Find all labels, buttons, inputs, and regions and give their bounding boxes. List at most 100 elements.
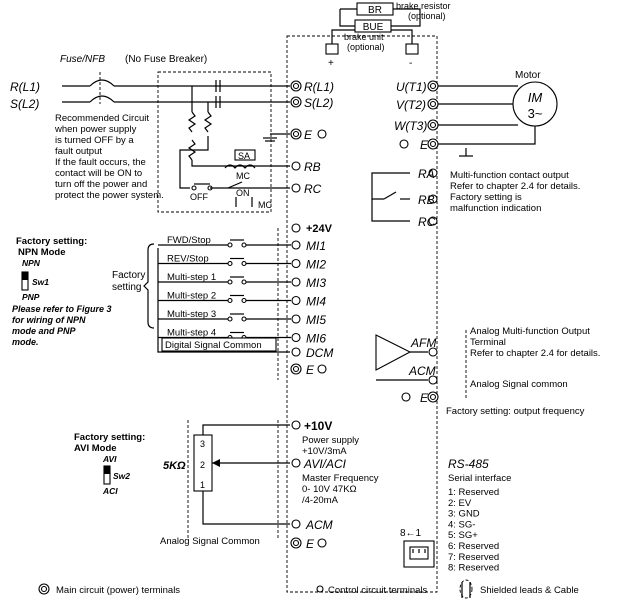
rec-line-7: turn off the power and	[55, 179, 147, 190]
avi-desc-2: 0- 10V 47KΩ	[302, 484, 357, 495]
npn-note-3: mode and PNP	[12, 326, 77, 336]
plus-terminal	[325, 43, 339, 55]
factory-setting-1: Factory	[112, 270, 145, 281]
legend: Main circuit (power) terminals Control c…	[38, 579, 579, 599]
rs485-arrow: 8←1	[400, 528, 422, 539]
mc2-label: MC	[258, 200, 272, 210]
input-terminal-label: MI3	[306, 276, 326, 290]
p10-desc-1: Power supply	[302, 435, 359, 446]
main-terminals-left: R(L1) S(L2) E RB RC +24V	[263, 80, 334, 235]
term-s: S(L2)	[304, 96, 333, 110]
afm-desc-3: Refer to chapter 2.4 for details.	[470, 348, 600, 359]
rs485-title: RS-485	[448, 457, 489, 471]
input-function-label: Multi-step 3	[167, 309, 216, 320]
relay-desc-4: malfunction indication	[450, 203, 541, 214]
control-terminal	[291, 277, 301, 287]
term-e-1: E	[304, 128, 313, 142]
brake-unit-note: (optional)	[347, 42, 385, 52]
input-terminal-label: MI2	[306, 258, 326, 272]
relay-desc-1: Multi-function contact output	[450, 170, 569, 181]
shielded-cable-icon	[459, 579, 473, 599]
term-v: V(T2)	[396, 98, 426, 112]
input-function-label: Multi-step 2	[167, 291, 216, 302]
legend-shielded: Shielded leads & Cable	[480, 585, 579, 596]
rec-line-1: Recommended Circuit	[55, 113, 149, 124]
recommended-circuit-box	[157, 71, 272, 213]
brake-unit-label: BUE	[363, 22, 384, 33]
p10-desc-2: +10V/3mA	[302, 446, 347, 457]
input-terminal-label: MI4	[306, 295, 326, 309]
term-u: U(T1)	[396, 80, 427, 94]
dcm-box	[161, 337, 277, 352]
term-r: R(L1)	[304, 80, 334, 94]
rs485-pin: 7: Reserved	[448, 552, 499, 563]
off-label: OFF	[190, 192, 208, 202]
motor-phase: 3~	[528, 106, 543, 121]
rs485-pin: 6: Reserved	[448, 541, 499, 552]
control-terminal-icon	[316, 585, 324, 593]
control-terminal	[291, 295, 301, 306]
brake-unit-caption: brake unit	[344, 32, 384, 42]
afm-common: Analog Signal common	[470, 379, 568, 390]
afm-desc-1: Analog Multi-function Output	[470, 326, 590, 337]
avi-label: AVI	[102, 454, 117, 464]
term-e-3: E	[420, 138, 429, 152]
pot-value: 5KΩ	[163, 460, 186, 472]
term-10v: +10V	[304, 419, 332, 433]
sw1-label: Sw1	[32, 277, 49, 287]
rs485-pin: 8: Reserved	[448, 563, 499, 574]
legend-control: Control circuit terminals	[328, 585, 427, 596]
main-terminals-right: U(T1) V(T2) W(T3) E	[394, 80, 439, 152]
control-terminal	[291, 314, 301, 324]
rs485-pin: 5: SG+	[448, 530, 478, 541]
afm-triangle	[375, 334, 412, 371]
recommended-text: Recommended Circuit when power supply is…	[54, 113, 164, 201]
relay-circuit: SA MC OFF ON MC	[179, 86, 290, 210]
term-ra: RA	[418, 167, 435, 181]
acm2-label: Analog Signal Common	[160, 536, 260, 547]
rec-line-2: when power supply	[54, 124, 137, 135]
rs485-pin: 1: Reserved	[448, 487, 499, 498]
term-rb-out: RB	[418, 193, 435, 207]
control-terminal	[291, 240, 301, 250]
afm-desc-2: Terminal	[470, 337, 506, 348]
on-label: ON	[236, 188, 250, 198]
input-s-label: S(L2)	[10, 97, 39, 111]
input-function-label: REV/Stop	[167, 254, 209, 265]
npn-mode: NPN Mode	[18, 247, 66, 258]
motor: Motor IM 3~	[438, 70, 558, 157]
relay-output: RA RB RC Multi-function contact output R…	[371, 167, 580, 229]
avi-desc-1: Master Frequency	[302, 473, 379, 484]
term-e-5: E	[306, 537, 315, 551]
brake-resistor-note: (optional)	[408, 11, 446, 21]
avi-mode: AVI Mode	[74, 443, 117, 454]
rs485-subtitle: Serial interface	[448, 473, 511, 484]
motor-label: Motor	[515, 70, 541, 81]
term-e-2: E	[306, 363, 315, 377]
fuse-s	[89, 95, 115, 103]
minus-label: -	[409, 58, 412, 69]
sa-box	[234, 149, 256, 161]
input-terminal-label: MI1	[306, 239, 326, 253]
pot-pin-3: 3	[200, 439, 205, 449]
npn-note-1: Please refer to Figure 3	[12, 304, 112, 314]
brake-resistor-caption: brake resistor	[396, 1, 451, 11]
input-terminal-label: MI5	[306, 313, 326, 327]
input-r-label: R(L1)	[10, 80, 40, 94]
avi-switch: Factory setting: AVI Mode AVI Sw2 ACI	[74, 432, 145, 496]
term-acm: ACM	[408, 364, 436, 378]
rec-line-6: contact will be ON to	[55, 168, 142, 179]
pot-pin-2: 2	[200, 460, 205, 470]
rs485-pin: 2: EV	[448, 498, 472, 509]
term-acm-2: ACM	[305, 518, 333, 532]
brake-resistor-label: BR	[368, 5, 382, 16]
npn-title: Factory setting:	[16, 236, 87, 247]
potentiometer: 3 2 1 5KΩ	[163, 420, 290, 540]
npn-note-4: mode.	[12, 337, 39, 347]
factory-brace	[143, 243, 155, 329]
control-terminal	[291, 332, 301, 343]
ground-icon	[317, 538, 327, 548]
relay-desc-3: Factory setting is	[450, 192, 522, 203]
